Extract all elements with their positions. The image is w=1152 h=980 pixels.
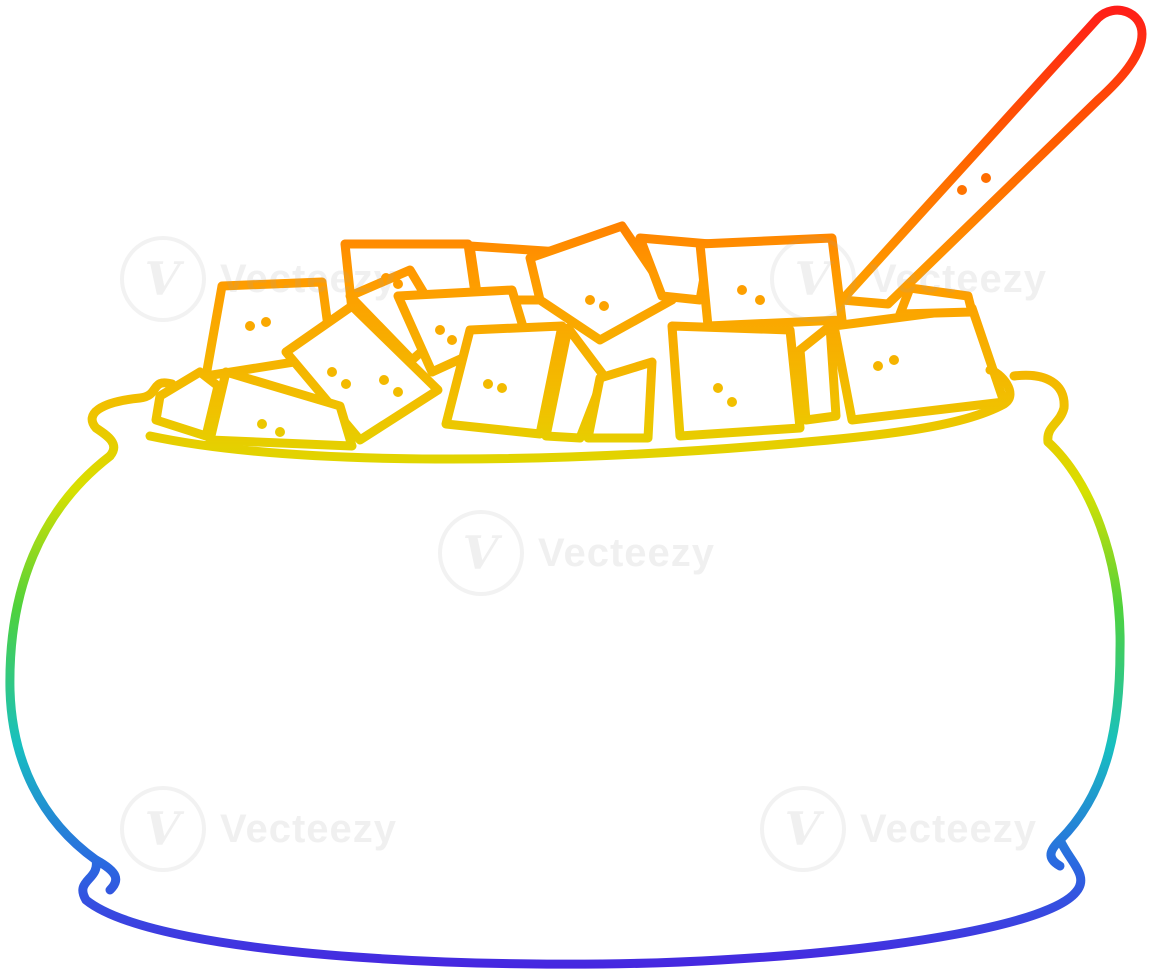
sugar-cube: [667, 321, 805, 441]
sugar-cube: [695, 233, 847, 331]
spoon-dot: [957, 185, 967, 195]
sugar-cube: [205, 367, 357, 451]
cube-dots: [245, 273, 899, 437]
sugar-cube: [829, 303, 1009, 425]
bowl-base-line-right: [1046, 835, 1065, 871]
sugar-cube: [895, 283, 977, 319]
spoon-dot: [981, 173, 991, 183]
sugar-cube: [795, 321, 841, 425]
bowl-body: [5, 437, 1125, 969]
bowl-rim: [145, 365, 1015, 464]
sugar-cube: [441, 321, 567, 439]
spoon-handle: [837, 5, 1147, 309]
sugar-cube: [635, 233, 715, 305]
sugar-cube: [525, 221, 677, 345]
sugar-cube: [151, 367, 223, 441]
bowl-rim-right: [1009, 370, 1069, 447]
sugar-cube: [583, 357, 657, 443]
bowl-rim-left: [87, 378, 177, 461]
bowl-base-line: [91, 855, 121, 895]
